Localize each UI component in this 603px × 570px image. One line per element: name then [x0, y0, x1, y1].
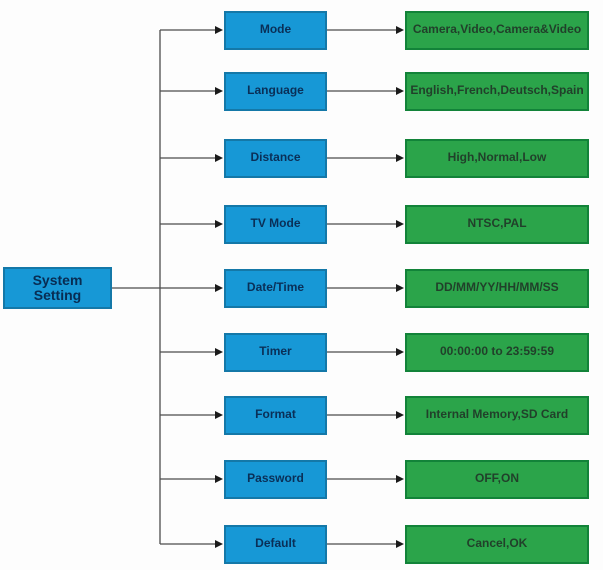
menu-node-mode: Mode [224, 10, 327, 50]
option-node-distance-values: High,Normal,Low [405, 138, 589, 178]
option-node-default-values: Cancel,OK [405, 524, 589, 564]
option-node-tv-mode-values: NTSC,PAL [405, 204, 589, 244]
option-node-password-values: OFF,ON [405, 459, 589, 499]
menu-node-date-time: Date/Time [224, 268, 327, 308]
menu-node-password: Password [224, 459, 327, 499]
option-node-format-values: Internal Memory,SD Card [405, 395, 589, 435]
option-node-date-time-values: DD/MM/YY/HH/MM/SS [405, 268, 589, 308]
menu-node-distance: Distance [224, 138, 327, 178]
menu-node-default: Default [224, 524, 327, 564]
option-node-timer-values: 00:00:00 to 23:59:59 [405, 332, 589, 372]
menu-node-timer: Timer [224, 332, 327, 372]
root-node-system-setting: System Setting [3, 267, 112, 309]
menu-node-language: Language [224, 71, 327, 111]
option-node-mode-values: Camera,Video,Camera&Video [405, 10, 589, 50]
menu-node-tv-mode: TV Mode [224, 204, 327, 244]
menu-node-format: Format [224, 395, 327, 435]
option-node-language-values: English,French,Deutsch,Spain [405, 71, 589, 111]
